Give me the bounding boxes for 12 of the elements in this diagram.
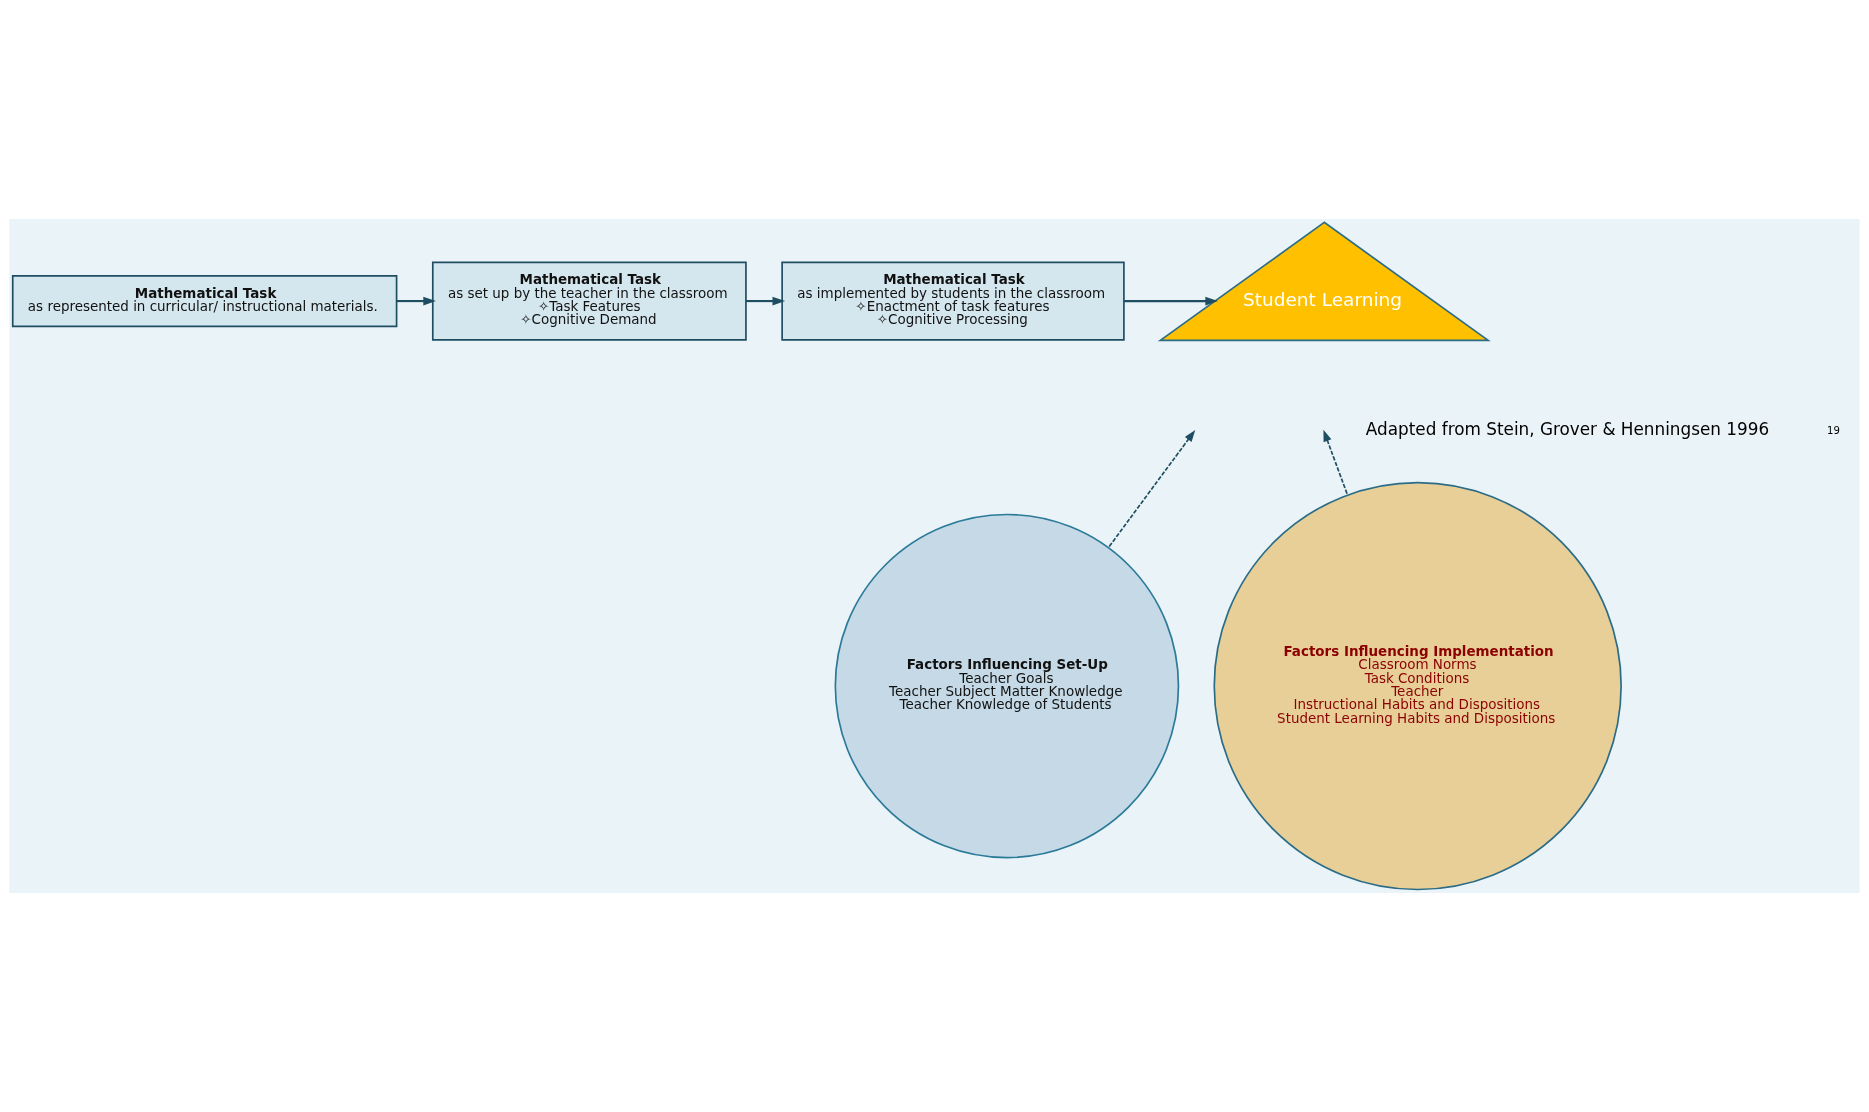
arrow [1124,296,1218,306]
node-box: Mathematical Task as implemented by students in the classroom ✧Enactment of task features ✧Cognitive Processing [781,261,1125,341]
arrow [1323,429,1349,496]
arrow [1107,429,1196,549]
node-box: Mathematical Task as represented in curricular/ instructional materials. [11,275,398,328]
label: 19 [1827,424,1840,436]
node-box: Mathematical Task as set up by the teacher in the classroom ✧Task Features ✧Cognitive Demand [431,261,747,341]
arrow [746,296,786,306]
arrow [396,296,436,306]
label: Adapted from Stein, Grover & Henningsen 1996 [1365,419,1770,440]
node-circle: Factors Influencing Set-Up Teacher Goals Teacher Subject Matter Knowledge Teacher Knowledge of Students [834,513,1180,859]
node-circle: Factors Influencing Implementation Classroom Norms Task Conditions Teacher Instructional Habits and Dispositions Student Learning Habits and Dispositions [1213,481,1622,891]
